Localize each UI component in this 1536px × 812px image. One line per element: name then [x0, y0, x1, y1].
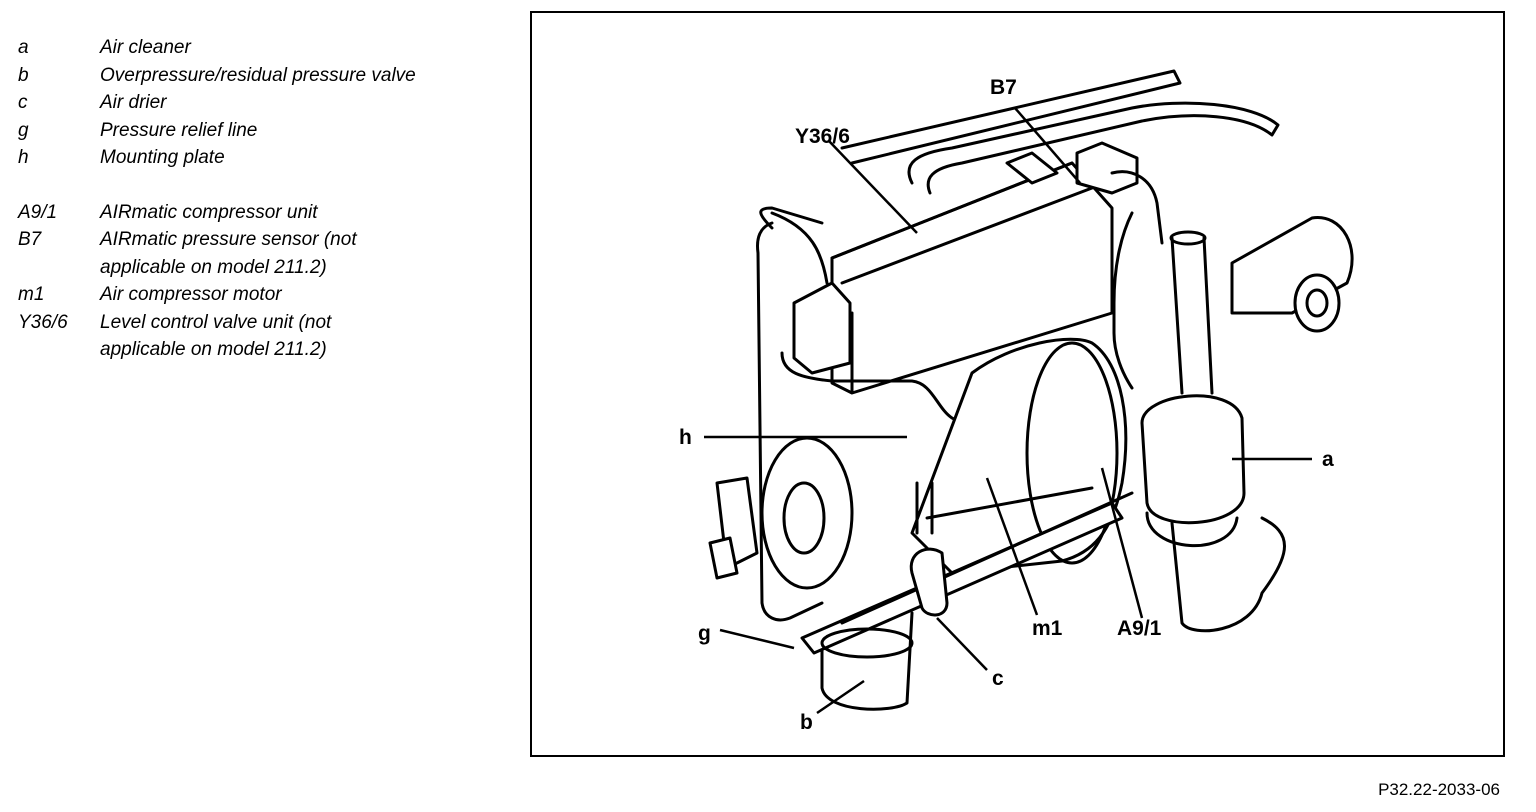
legend-row: c Air drier [18, 89, 508, 117]
callout-b7: B7 [990, 76, 1017, 99]
legend: a Air cleaner b Overpressure/residual pr… [18, 34, 508, 364]
legend-code: b [18, 64, 29, 86]
legend-row: a Air cleaner [18, 34, 508, 62]
crank-housing [708, 436, 854, 590]
air-drier-tube [800, 481, 1134, 655]
legend-description: Overpressure/residual pressure valve [100, 64, 416, 86]
legend-row: g Pressure relief line [18, 117, 508, 145]
legend-code: A9/1 [18, 201, 58, 223]
legend-row: h Mounting plate [18, 144, 508, 172]
callout-a9-1: A9/1 [1117, 617, 1162, 640]
legend-description: AIRmatic pressure sensor (not applicable… [100, 226, 508, 281]
callout-y36-6: Y36/6 [795, 125, 850, 148]
leader-g [719, 628, 795, 650]
legend-description: Air compressor motor [100, 284, 282, 305]
callout-c: c [992, 667, 1004, 690]
callout-b: b [800, 711, 813, 734]
legend-description-line: AIRmatic pressure sensor (not [100, 229, 357, 250]
air-cleaner [1140, 216, 1354, 633]
leader-a9-1 [1100, 467, 1144, 619]
leader-y36-6 [828, 140, 918, 234]
callout-h: h [679, 426, 692, 449]
legend-row: m1 Air compressor motor [18, 281, 508, 309]
legend-row: A9/1 AIRmatic compressor unit [18, 199, 508, 227]
legend-code: a [18, 37, 29, 58]
mounting-plate-frame [756, 170, 1164, 622]
valve-unit-block [792, 141, 1139, 395]
figure-frame: B7 Y36/6 h a g m1 A9/1 c b [530, 11, 1505, 757]
motor-cylinder [910, 337, 1128, 575]
leader-b7 [1014, 107, 1081, 184]
leader-b [816, 679, 865, 715]
callout-m1: m1 [1032, 617, 1063, 640]
legend-description-line: Level control valve unit (not [100, 311, 332, 333]
legend-row: B7 AIRmatic pressure sensor (not applica… [18, 226, 508, 281]
callout-g: g [698, 622, 711, 645]
leader-m1 [985, 477, 1039, 616]
legend-description-line: applicable on model 211.2) [100, 256, 327, 278]
overpressure-valve [820, 611, 914, 711]
legend-description: Air drier [100, 92, 167, 113]
legend-row: Y36/6 Level control valve unit (not appl… [18, 309, 508, 364]
legend-code: g [18, 119, 29, 141]
legend-description: AIRmatic compressor unit [100, 201, 318, 223]
figure-reference-number: P32.22-2033-06 [1378, 780, 1500, 799]
legend-description: Air cleaner [100, 37, 191, 58]
leader-lines [704, 107, 1312, 715]
legend-description: Pressure relief line [100, 119, 258, 141]
leader-c [936, 617, 988, 671]
legend-code: B7 [18, 229, 42, 250]
legend-code: Y36/6 [18, 311, 68, 333]
legend-row: b Overpressure/residual pressure valve [18, 62, 508, 90]
legend-description: Mounting plate [100, 147, 225, 168]
legend-description-line: applicable on model 211.2) [100, 339, 327, 360]
legend-description: Level control valve unit (not applicable… [100, 309, 508, 364]
legend-code: m1 [18, 284, 45, 305]
legend-code: h [18, 147, 29, 168]
legend-code: c [18, 92, 28, 113]
compressor-unit-illustration: B7 Y36/6 h a g m1 A9/1 c b [679, 69, 1354, 734]
callout-a: a [1322, 448, 1334, 471]
